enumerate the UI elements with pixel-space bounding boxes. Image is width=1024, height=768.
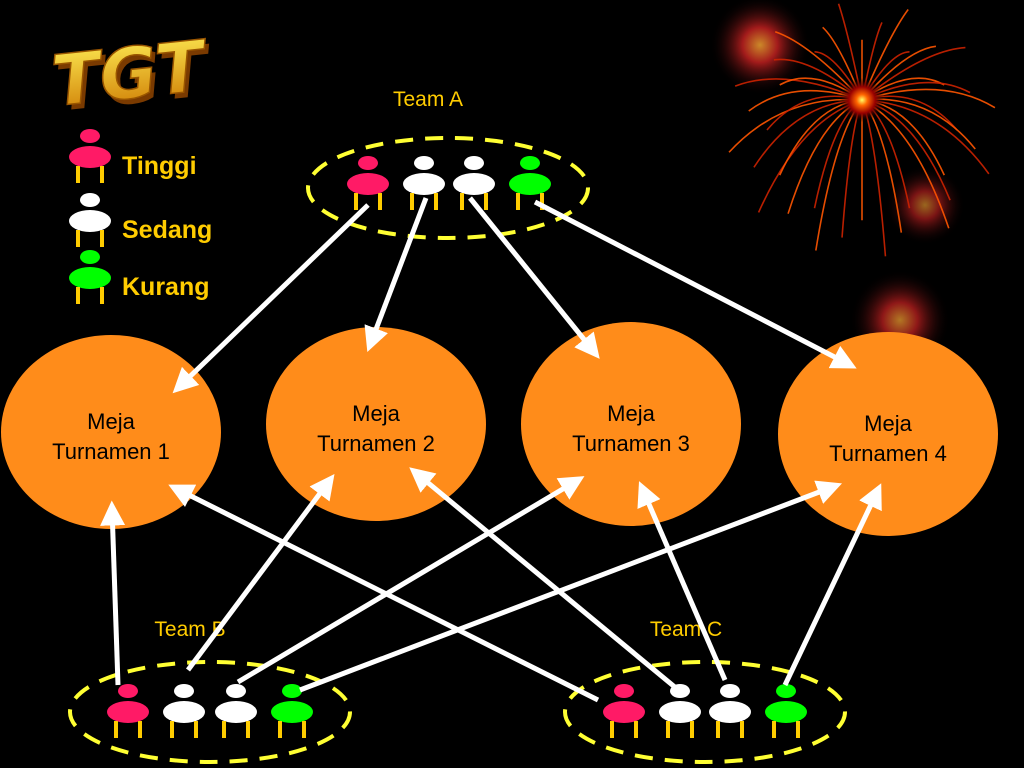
team-label: Team C (650, 618, 722, 641)
assignment-arrow (782, 483, 882, 687)
legend-kurang-icon (69, 250, 111, 304)
legend-item-kurang: Kurang (69, 250, 210, 304)
team-member-icon (403, 156, 445, 210)
team-b: Team B (68, 618, 352, 764)
assignment-arrow (364, 197, 429, 353)
team-boundary (68, 660, 352, 764)
table-label-line2: Turnamen 3 (572, 431, 690, 456)
assignment-arrow (236, 476, 585, 685)
assignment-arrow (168, 484, 600, 703)
team-member-icon (347, 156, 389, 210)
team-member-icon (765, 684, 807, 738)
table-label-line1: Meja (352, 401, 400, 426)
assignment-arrow (637, 481, 728, 681)
legend-label: Tinggi (122, 152, 197, 180)
legend-label: Sedang (122, 216, 212, 244)
title-logo: TGT TGT (47, 24, 217, 128)
team-member-icon (215, 684, 257, 738)
assignment-arrow (299, 480, 843, 693)
teams: Team A Team B Team C (68, 88, 847, 764)
table-label-line2: Turnamen 4 (829, 441, 947, 466)
legend-item-tinggi: Tinggi (69, 129, 197, 183)
team-boundary (563, 660, 847, 764)
team-member-icon (709, 684, 751, 738)
legend-tinggi-icon (69, 129, 111, 183)
team-label: Team B (154, 618, 225, 641)
team-label: Team A (393, 88, 463, 111)
team-member-icon (603, 684, 645, 738)
table-label-line1: Meja (87, 409, 135, 434)
assignment-arrow (185, 473, 335, 672)
team-member-icon (107, 684, 149, 738)
table-label-line1: Meja (864, 411, 912, 436)
table-circle (521, 322, 741, 526)
arrows (100, 196, 882, 703)
legend-sedang-icon (69, 193, 111, 247)
assignment-arrow (100, 500, 126, 686)
team-boundary (306, 136, 590, 240)
svg-text:TGT: TGT (48, 25, 213, 123)
team-member-icon (659, 684, 701, 738)
table-label-line2: Turnamen 1 (52, 439, 170, 464)
team-c: Team C (563, 618, 847, 764)
team-member-icon (163, 684, 205, 738)
assignment-arrow (468, 196, 600, 359)
assignment-arrow (533, 199, 857, 369)
team-member-icon (271, 684, 313, 738)
table-label-line2: Turnamen 2 (317, 431, 435, 456)
assignment-arrow (409, 467, 678, 690)
team-member-icon (453, 156, 495, 210)
team-member-icon (509, 156, 551, 210)
assignment-arrow (172, 203, 370, 394)
table-label-line1: Meja (607, 401, 655, 426)
svg-text:TGT: TGT (52, 30, 217, 128)
table-circle (1, 335, 221, 529)
legend-item-sedang: Sedang (69, 193, 212, 247)
legend-label: Kurang (122, 273, 210, 301)
team-a: Team A (306, 88, 590, 240)
